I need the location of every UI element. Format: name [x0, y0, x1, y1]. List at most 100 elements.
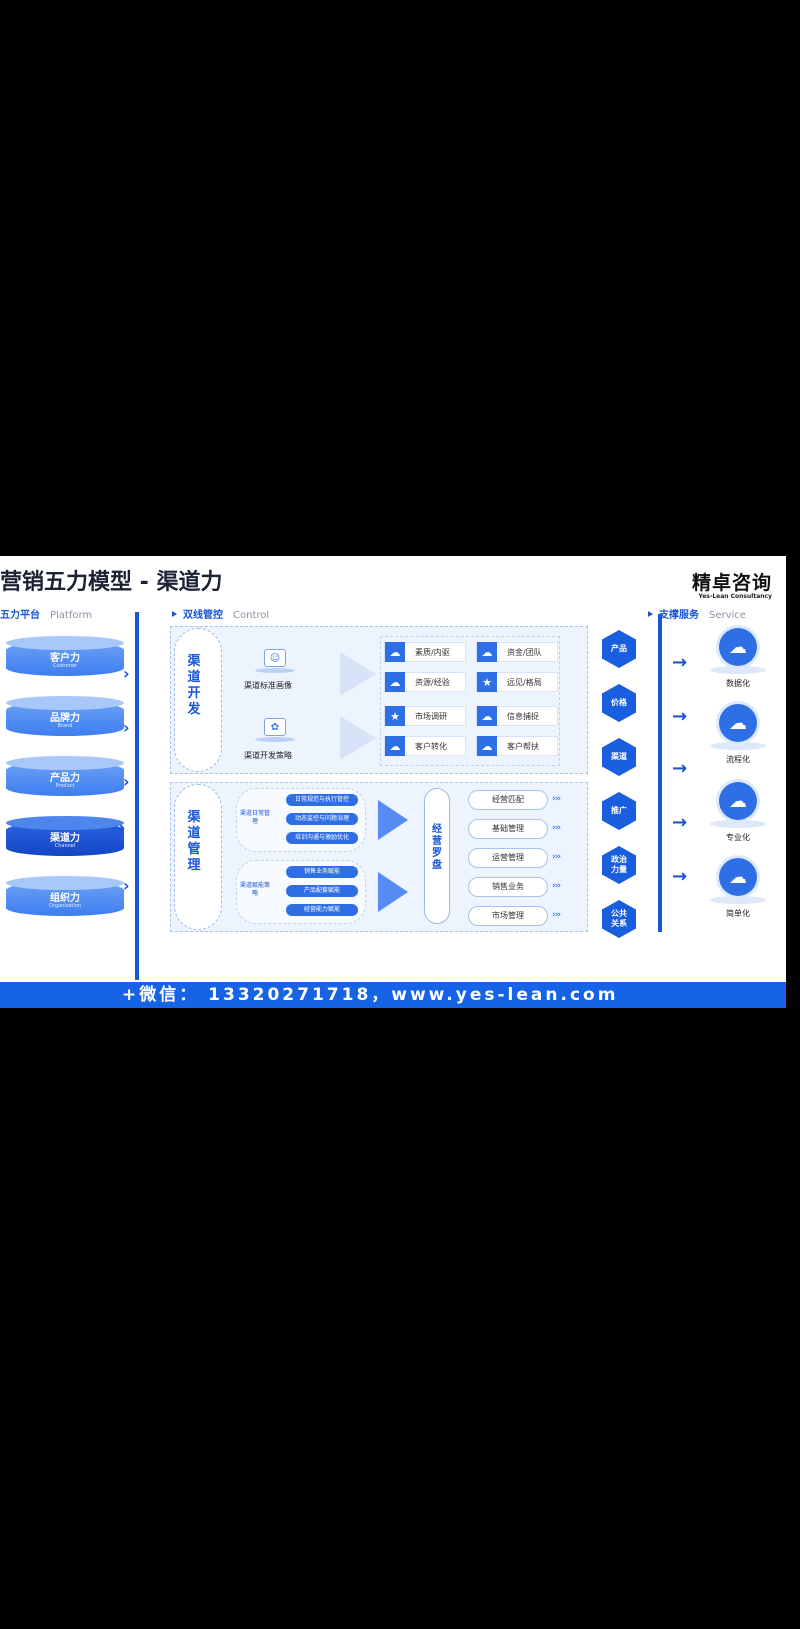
management-pill: 销售业务赋能: [286, 866, 358, 878]
triangle-icon: [172, 611, 177, 617]
cloud-icon: ☁: [385, 642, 405, 662]
section-control: 双线管控 Control: [172, 606, 269, 621]
hex-item: 价格: [602, 684, 636, 722]
service-label: 数据化: [726, 679, 750, 688]
compass-item: 销售业务: [468, 877, 548, 897]
section-service: 支撑服务 Service: [648, 606, 746, 621]
tile: ★远见/格局: [476, 672, 558, 692]
cloud-icon: ☁: [477, 642, 497, 662]
section-service-label: 支撑服务: [659, 610, 699, 621]
tile: ☁素质/内驱: [384, 642, 466, 662]
cloud-icon: ☁: [385, 736, 405, 756]
double-chevron-icon: ›››: [552, 881, 561, 891]
platform-label: 组织力: [50, 893, 80, 904]
hex-item: 推广: [602, 792, 636, 830]
service-label: 专业化: [726, 833, 750, 842]
page-title: 营销五力模型 - 渠道力: [0, 570, 223, 595]
icon-pedestal: [255, 668, 295, 673]
service-pedestal: [710, 820, 766, 828]
logo-sub-text: Yes-Lean Consultancy: [698, 593, 772, 600]
compass-cylinder: [424, 788, 450, 924]
tile: ☁客户转化: [384, 736, 466, 756]
star-icon: ★: [477, 672, 497, 692]
logo-main-text: 精卓咨询: [691, 572, 772, 594]
development-label: 渠道开发: [187, 654, 201, 717]
platform-en: Customer: [52, 663, 78, 669]
section-control-label: 双线管控: [183, 610, 223, 621]
management-label: 渠道管理: [187, 810, 201, 873]
platform-label: 渠道力: [50, 833, 80, 844]
flow-arrow-icon: [340, 716, 376, 760]
cloud-icon: ☁: [477, 706, 497, 726]
service-label: 简单化: [726, 909, 750, 918]
development-label-cylinder: [174, 628, 222, 772]
platform-label: 客户力: [50, 653, 80, 664]
arrow-right-icon: →: [672, 652, 688, 673]
management-pill: 日常规范与执行管控: [286, 794, 358, 806]
platform-organization: 组织力 Organization: [6, 876, 124, 916]
double-chevron-icon: ›››: [552, 852, 561, 862]
cloud-icon: ☁: [719, 628, 757, 666]
cloud-icon: ☁: [719, 858, 757, 896]
compass-label: 经营罗盘: [432, 824, 442, 871]
cloud-icon: ☁: [477, 736, 497, 756]
management-pill: 产品配套赋能: [286, 885, 358, 897]
management-pill: 动态监控与问题治理: [286, 813, 358, 825]
tile: ☁信息捕捉: [476, 706, 558, 726]
section-control-en: Control: [233, 610, 270, 621]
triangle-icon: [648, 611, 653, 617]
section-platform-label: 五力平台: [0, 610, 40, 621]
tile: ☁客户帮扶: [476, 736, 558, 756]
flow-arrow-icon: [340, 652, 376, 696]
service-pedestal: [710, 666, 766, 674]
management-pill: 经营能力赋能: [286, 904, 358, 916]
tile: ☁资源/经验: [384, 672, 466, 692]
tile-frame: [380, 636, 560, 766]
profile-icon: ☺: [264, 649, 286, 667]
management-label-cylinder: [174, 784, 222, 930]
arrow-right-icon: →: [672, 866, 688, 887]
slide: 营销五力模型 - 渠道力 精卓咨询 Yes-Lean Consultancy 五…: [0, 556, 786, 1008]
double-chevron-icon: ›››: [552, 794, 561, 804]
management-group-label: 渠道赋能策略: [239, 882, 270, 897]
logo: 精卓咨询 Yes-Lean Consultancy: [692, 568, 772, 600]
tile: ☁资金/团队: [476, 642, 558, 662]
double-chevron-icon: ›››: [552, 823, 561, 833]
platform-en: Brand: [57, 723, 73, 729]
compass-item: 基础管理: [468, 819, 548, 839]
platform-brand: 品牌力 Brand: [6, 696, 124, 736]
cloud-icon: ☁: [385, 672, 405, 692]
strategy-icon: ✿: [264, 718, 286, 736]
platform-label: 产品力: [50, 773, 80, 784]
platform-customer: 客户力 Customer: [6, 636, 124, 676]
hex-item: 产品: [602, 630, 636, 668]
platform-en: Product: [55, 783, 75, 789]
platform-en: Organization: [49, 903, 81, 909]
cloud-icon: ☁: [719, 704, 757, 742]
management-group-label: 渠道日常管理: [239, 810, 270, 825]
cloud-icon: ☁: [719, 782, 757, 820]
compass-item: 经营匹配: [468, 790, 548, 810]
tile: ★市场调研: [384, 706, 466, 726]
development-item: 渠道开发策略: [244, 751, 292, 760]
contact-footer: +微信： 13320271718，www.yes-lean.com: [0, 982, 786, 1008]
service-pedestal: [710, 896, 766, 904]
platform-en: Channel: [54, 843, 76, 849]
funnel-arrow-icon: [378, 872, 408, 912]
management-pill: 培训沟通与激励优化: [286, 832, 358, 844]
section-service-en: Service: [709, 610, 746, 621]
left-divider-bar: [135, 612, 139, 980]
arrow-right-icon: →: [672, 812, 688, 833]
right-divider-bar: [658, 614, 662, 932]
icon-pedestal: [255, 737, 295, 742]
service-label: 流程化: [726, 755, 750, 764]
chevron-right-icon: ›: [123, 718, 130, 737]
compass-item: 运营管理: [468, 848, 548, 868]
chevron-right-icon: ›: [123, 876, 130, 895]
hex-item: 渠道: [602, 738, 636, 776]
arrow-right-icon: →: [110, 818, 126, 839]
arrow-right-icon: →: [672, 706, 688, 727]
service-pedestal: [710, 742, 766, 750]
platform-channel: 渠道力 Channel: [6, 816, 124, 856]
